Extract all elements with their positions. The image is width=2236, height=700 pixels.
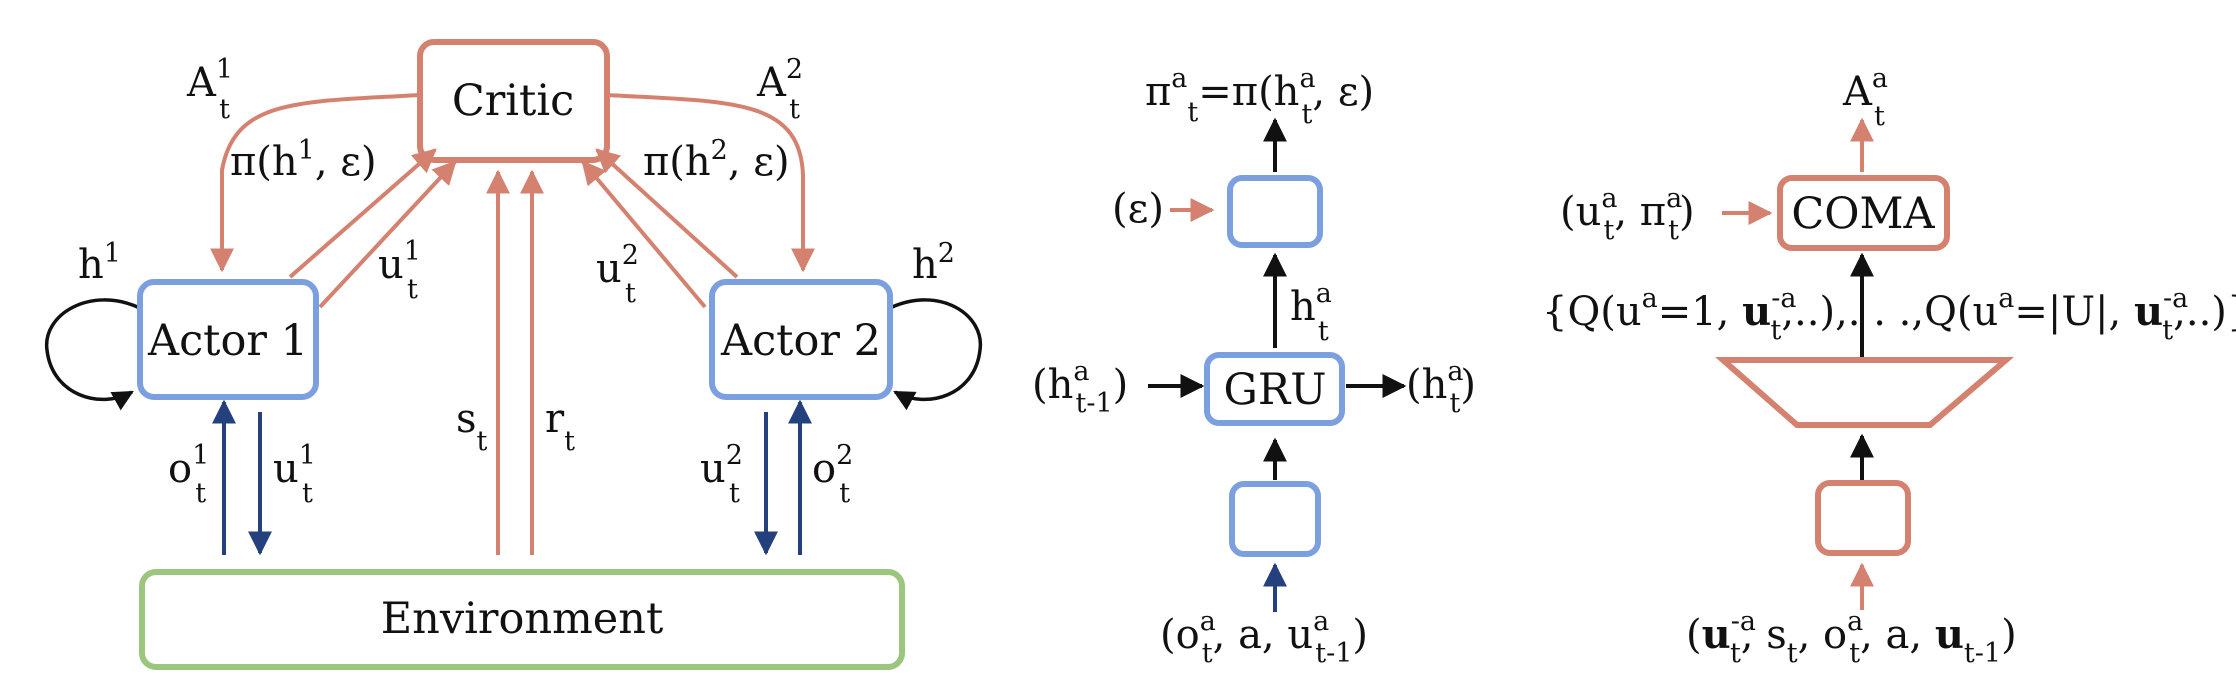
state-label: st xyxy=(456,396,488,457)
critic-box xyxy=(417,39,610,163)
policy-arrow-1 xyxy=(288,148,437,279)
policy-arrow-2 xyxy=(595,148,739,279)
epsilon-label: (ε) xyxy=(1112,186,1164,232)
hidden-loop-2 xyxy=(889,298,983,411)
actor-2-box xyxy=(709,279,893,400)
policy-2-label: π(h2, ε) xyxy=(643,135,790,185)
action-arrow-1 xyxy=(318,160,457,309)
advantage-arrow-2 xyxy=(606,93,815,273)
hidden-2-label: h2 xyxy=(912,238,955,288)
gru-box xyxy=(1204,352,1345,426)
advantage-arrow-1 xyxy=(210,93,421,273)
environment-box xyxy=(139,569,905,670)
hidden-1-label: h1 xyxy=(78,238,121,288)
critic-input-box xyxy=(1815,480,1911,556)
actor-output-box xyxy=(1227,175,1323,248)
reward-label: rt xyxy=(545,396,575,457)
gru-label: GRU xyxy=(1224,365,1327,415)
critic-network-trapezoid xyxy=(1715,357,2015,428)
actor-2-label: Actor 2 xyxy=(720,316,881,366)
action-arrow-2 xyxy=(581,160,707,309)
actor-1-label: Actor 1 xyxy=(147,316,308,366)
actor-1-box xyxy=(137,279,319,400)
policy-1-label: π(h1, ε) xyxy=(230,135,377,185)
coma-label: COMA xyxy=(1791,189,1935,239)
actor-input-box xyxy=(1229,481,1321,557)
coma-box xyxy=(1777,175,1950,251)
hidden-loop-1 xyxy=(45,298,141,411)
critic-label: Critic xyxy=(452,76,574,126)
environment-label: Environment xyxy=(381,594,663,644)
